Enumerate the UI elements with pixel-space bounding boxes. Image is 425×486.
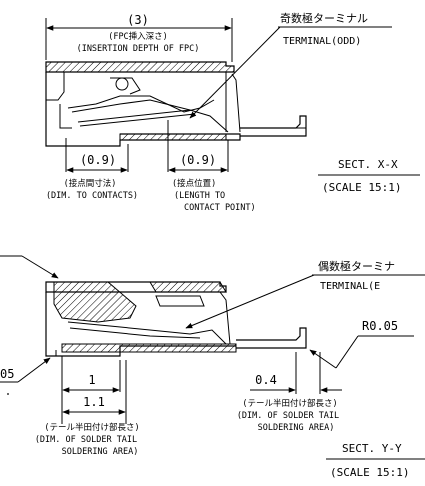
terminal-odd-jp: 奇数極ターミナル <box>280 11 368 25</box>
section-xx: (3) (FPC挿入深さ) (INSERTION DEPTH OF FPC) 奇… <box>45 11 420 213</box>
r-value-label: R0.05 <box>362 319 398 333</box>
r-value-leader-1 <box>335 335 359 369</box>
contacts-en: (DIM. TO CONTACTS) <box>46 191 138 201</box>
dim-total-label: (3) <box>127 13 149 27</box>
solder-right-en-2: SOLDERING AREA) <box>258 423 335 433</box>
connector-body-yy <box>45 281 307 357</box>
dim-0-4-label: 0.4 <box>255 373 277 387</box>
solder-right-jp: (テール半田付け部長さ) <box>242 398 337 409</box>
sect-xx-scale: (SCALE 15:1) <box>322 181 401 194</box>
terminal-even-leader <box>185 274 315 329</box>
solder-left-jp: (テール半田付け部長さ) <box>44 422 139 433</box>
solder-right-en-1: (DIM. OF SOLDER TAIL <box>237 411 339 421</box>
sect-yy-title: SECT. Y-Y <box>342 442 402 455</box>
dim-1-label: 1 <box>88 373 95 387</box>
left-cut-leader <box>17 357 51 383</box>
terminal-odd-leader <box>189 26 281 119</box>
contact-point-en-2: CONTACT POINT) <box>184 203 256 213</box>
connector-body-xx <box>45 61 307 147</box>
terminal-even-en: TERMINAL(E <box>320 281 380 292</box>
solder-left-en-1: (DIM. OF SOLDER TAIL <box>35 435 137 445</box>
r-value-leader-2 <box>309 349 337 369</box>
contacts-jp: (接点間寸法) <box>64 178 117 189</box>
contact-point-en-1: (LENGTH TO <box>174 191 225 201</box>
insertion-depth-jp: (FPC挿入深さ) <box>108 31 168 42</box>
sect-yy-scale: (SCALE 15:1) <box>330 466 409 479</box>
left-callout-leader <box>21 255 59 279</box>
contact-point-jp: (接点位置) <box>172 178 216 189</box>
insertion-depth-en: (INSERTION DEPTH OF FPC) <box>77 44 200 54</box>
dim-contact-point-value: (0.9) <box>180 153 216 167</box>
left-cut-value: 05 <box>0 367 14 381</box>
terminal-odd-en: TERMINAL(ODD) <box>283 36 361 47</box>
left-cut-dot <box>7 393 9 395</box>
section-yy: 偶数極ターミナ TERMINAL(E 05 1 1.1 <box>0 255 425 479</box>
terminal-even-jp: 偶数極ターミナ <box>318 259 395 273</box>
solder-left-en-2: SOLDERING AREA) <box>62 447 139 457</box>
dim-contacts-value: (0.9) <box>80 153 116 167</box>
sect-xx-title: SECT. X-X <box>338 158 398 171</box>
dim-1-1-label: 1.1 <box>83 395 105 409</box>
